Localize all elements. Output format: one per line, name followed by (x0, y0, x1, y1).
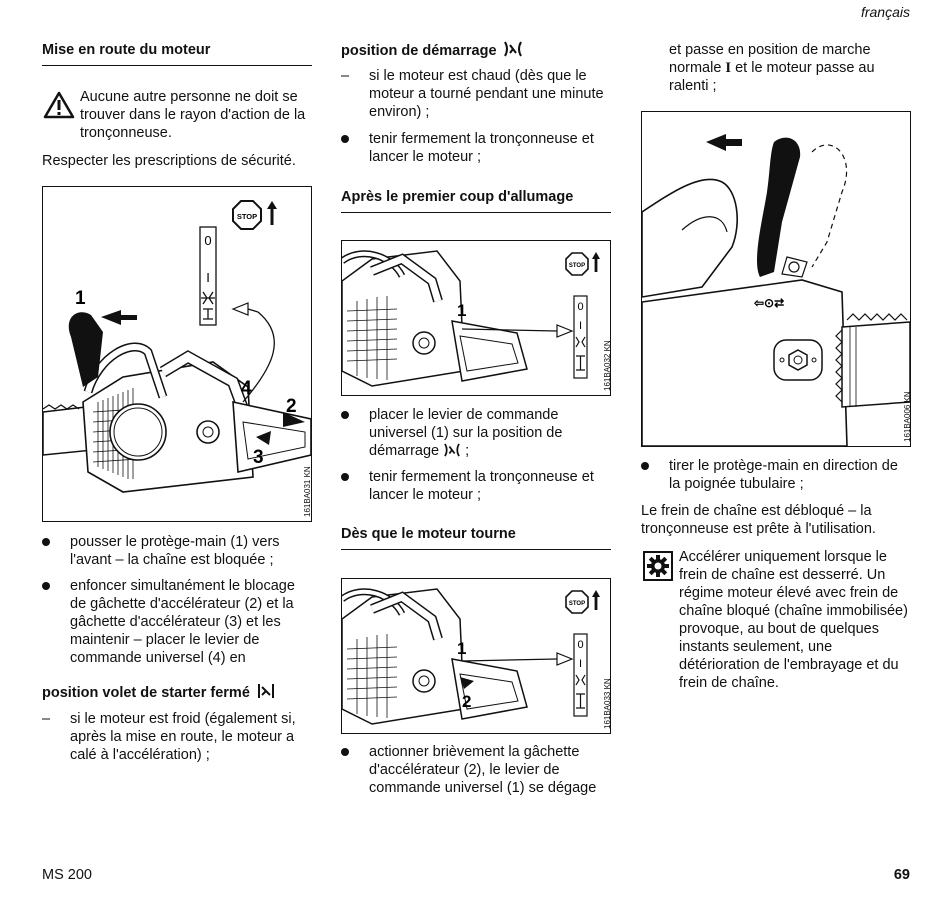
label-3: 3 (253, 447, 264, 468)
language-label: français (860, 4, 910, 20)
brake-released-text: Le frein de chaîne est débloqué – la tro… (641, 503, 876, 537)
bullet-text: tenir fermement la tronçonneuse et lance… (369, 131, 594, 165)
stop-sign-icon: STOP (565, 252, 600, 276)
list-item: tenir fermement la tronçonneuse et lance… (341, 130, 611, 170)
label-2: 2 (286, 396, 297, 417)
warning-text: Aucune autre personne ne doit se trouver… (80, 89, 306, 141)
run-position-symbol: I (725, 60, 732, 76)
bullet-text: tenir fermement la tronçonneuse et lance… (369, 469, 594, 503)
choke-subheading: position volet de starter fermé (42, 683, 322, 702)
list-item: tirer le protège-main en direction de la… (641, 457, 911, 497)
chainsaw-illustration: 0 I STOP 1 2 3 4 (43, 200, 311, 493)
svg-text:I: I (579, 658, 582, 670)
bullet-text: placer le levier de commande universel (… (369, 407, 563, 459)
list-item: – si le moteur est chaud (dès que le mot… (341, 67, 611, 123)
note-text: Accélérer uniquement lorsque le frein de… (679, 549, 908, 691)
engine-running-heading: Dès que le moteur tourne (341, 525, 611, 550)
lever-pos-0: 0 (204, 233, 211, 248)
list-item: – si le moteur est froid (également si, … (42, 710, 312, 766)
figure-code: 161BA033 KN (603, 678, 611, 729)
list-item: enfoncer simultanément le blocage de gâc… (42, 577, 312, 669)
gear-note-icon (643, 551, 673, 581)
section-heading: Mise en route du moteur (42, 41, 312, 66)
chainsaw-closeup-illustration-2: 0 I STOP 1 2 (342, 588, 600, 725)
label-1: 1 (457, 639, 466, 658)
warning-triangle-icon (43, 91, 75, 119)
dash-text: si le moteur est froid (également si, ap… (70, 711, 296, 763)
stop-sign-icon: STOP (232, 200, 277, 230)
list-item: actionner brièvement la gâchette d'accél… (341, 743, 611, 799)
footer-model: MS 200 (42, 867, 92, 883)
bullet-text: tirer le protège-main en direction de la… (669, 458, 898, 492)
list-item: placer le levier de commande universel (… (341, 406, 611, 462)
label-1: 1 (457, 301, 466, 320)
figure-engine-running: 0 I STOP 1 2 161BA033 KN (341, 578, 611, 734)
figure-code: 161BA032 KN (603, 340, 611, 391)
svg-text:0: 0 (577, 639, 583, 651)
figure-code: 161BA006 KN (903, 391, 911, 442)
list-item: pousser le protège-main (1) vers l'avant… (42, 533, 312, 573)
bullet-text: pousser le protège-main (1) vers l'avant… (70, 534, 280, 568)
lever-pos-1: I (206, 270, 210, 285)
chain-brake-illustration: ⇦⊙⇄ (642, 134, 910, 446)
bullet-text: actionner brièvement la gâchette d'accél… (369, 744, 597, 796)
page-number: 69 (893, 867, 910, 883)
continuation-text: et passe en position de marche normale I… (669, 42, 875, 94)
choke-position-icon (257, 684, 274, 698)
figure-code: 161BA031 KN (303, 466, 312, 517)
start-position-icon (503, 41, 522, 57)
chainsaw-closeup-illustration: 0 I STOP 1 (342, 250, 600, 387)
dash-text: si le moteur est chaud (dès que le moteu… (369, 68, 604, 120)
figure-after-ignition: 0 I STOP 1 161BA032 KN (341, 240, 611, 396)
label-1: 1 (75, 288, 86, 309)
svg-text:I: I (579, 320, 582, 332)
start-position-icon (444, 443, 460, 457)
stop-sign-icon: STOP (565, 590, 600, 614)
label-4: 4 (241, 378, 252, 399)
svg-text:STOP: STOP (237, 212, 257, 221)
bullet-text: enfoncer simultanément le blocage de gâc… (70, 578, 295, 666)
figure-chain-brake: ⇦⊙⇄ 161BA006 KN (641, 111, 911, 447)
after-first-ignition-heading: Après le premier coup d'allumage (341, 188, 611, 213)
figure-start-engine: 0 I STOP 1 2 3 4 161BA031 KN (42, 186, 312, 522)
svg-text:STOP: STOP (569, 263, 585, 269)
start-position-subheading: position de démarrage (341, 41, 611, 60)
safety-text: Respecter les prescriptions de sécurité. (42, 153, 296, 169)
svg-text:STOP: STOP (569, 601, 585, 607)
label-2: 2 (462, 692, 471, 711)
svg-text:0: 0 (577, 301, 583, 313)
chain-brake-symbol: ⇦⊙⇄ (753, 296, 784, 310)
list-item: tenir fermement la tronçonneuse et lance… (341, 468, 611, 508)
